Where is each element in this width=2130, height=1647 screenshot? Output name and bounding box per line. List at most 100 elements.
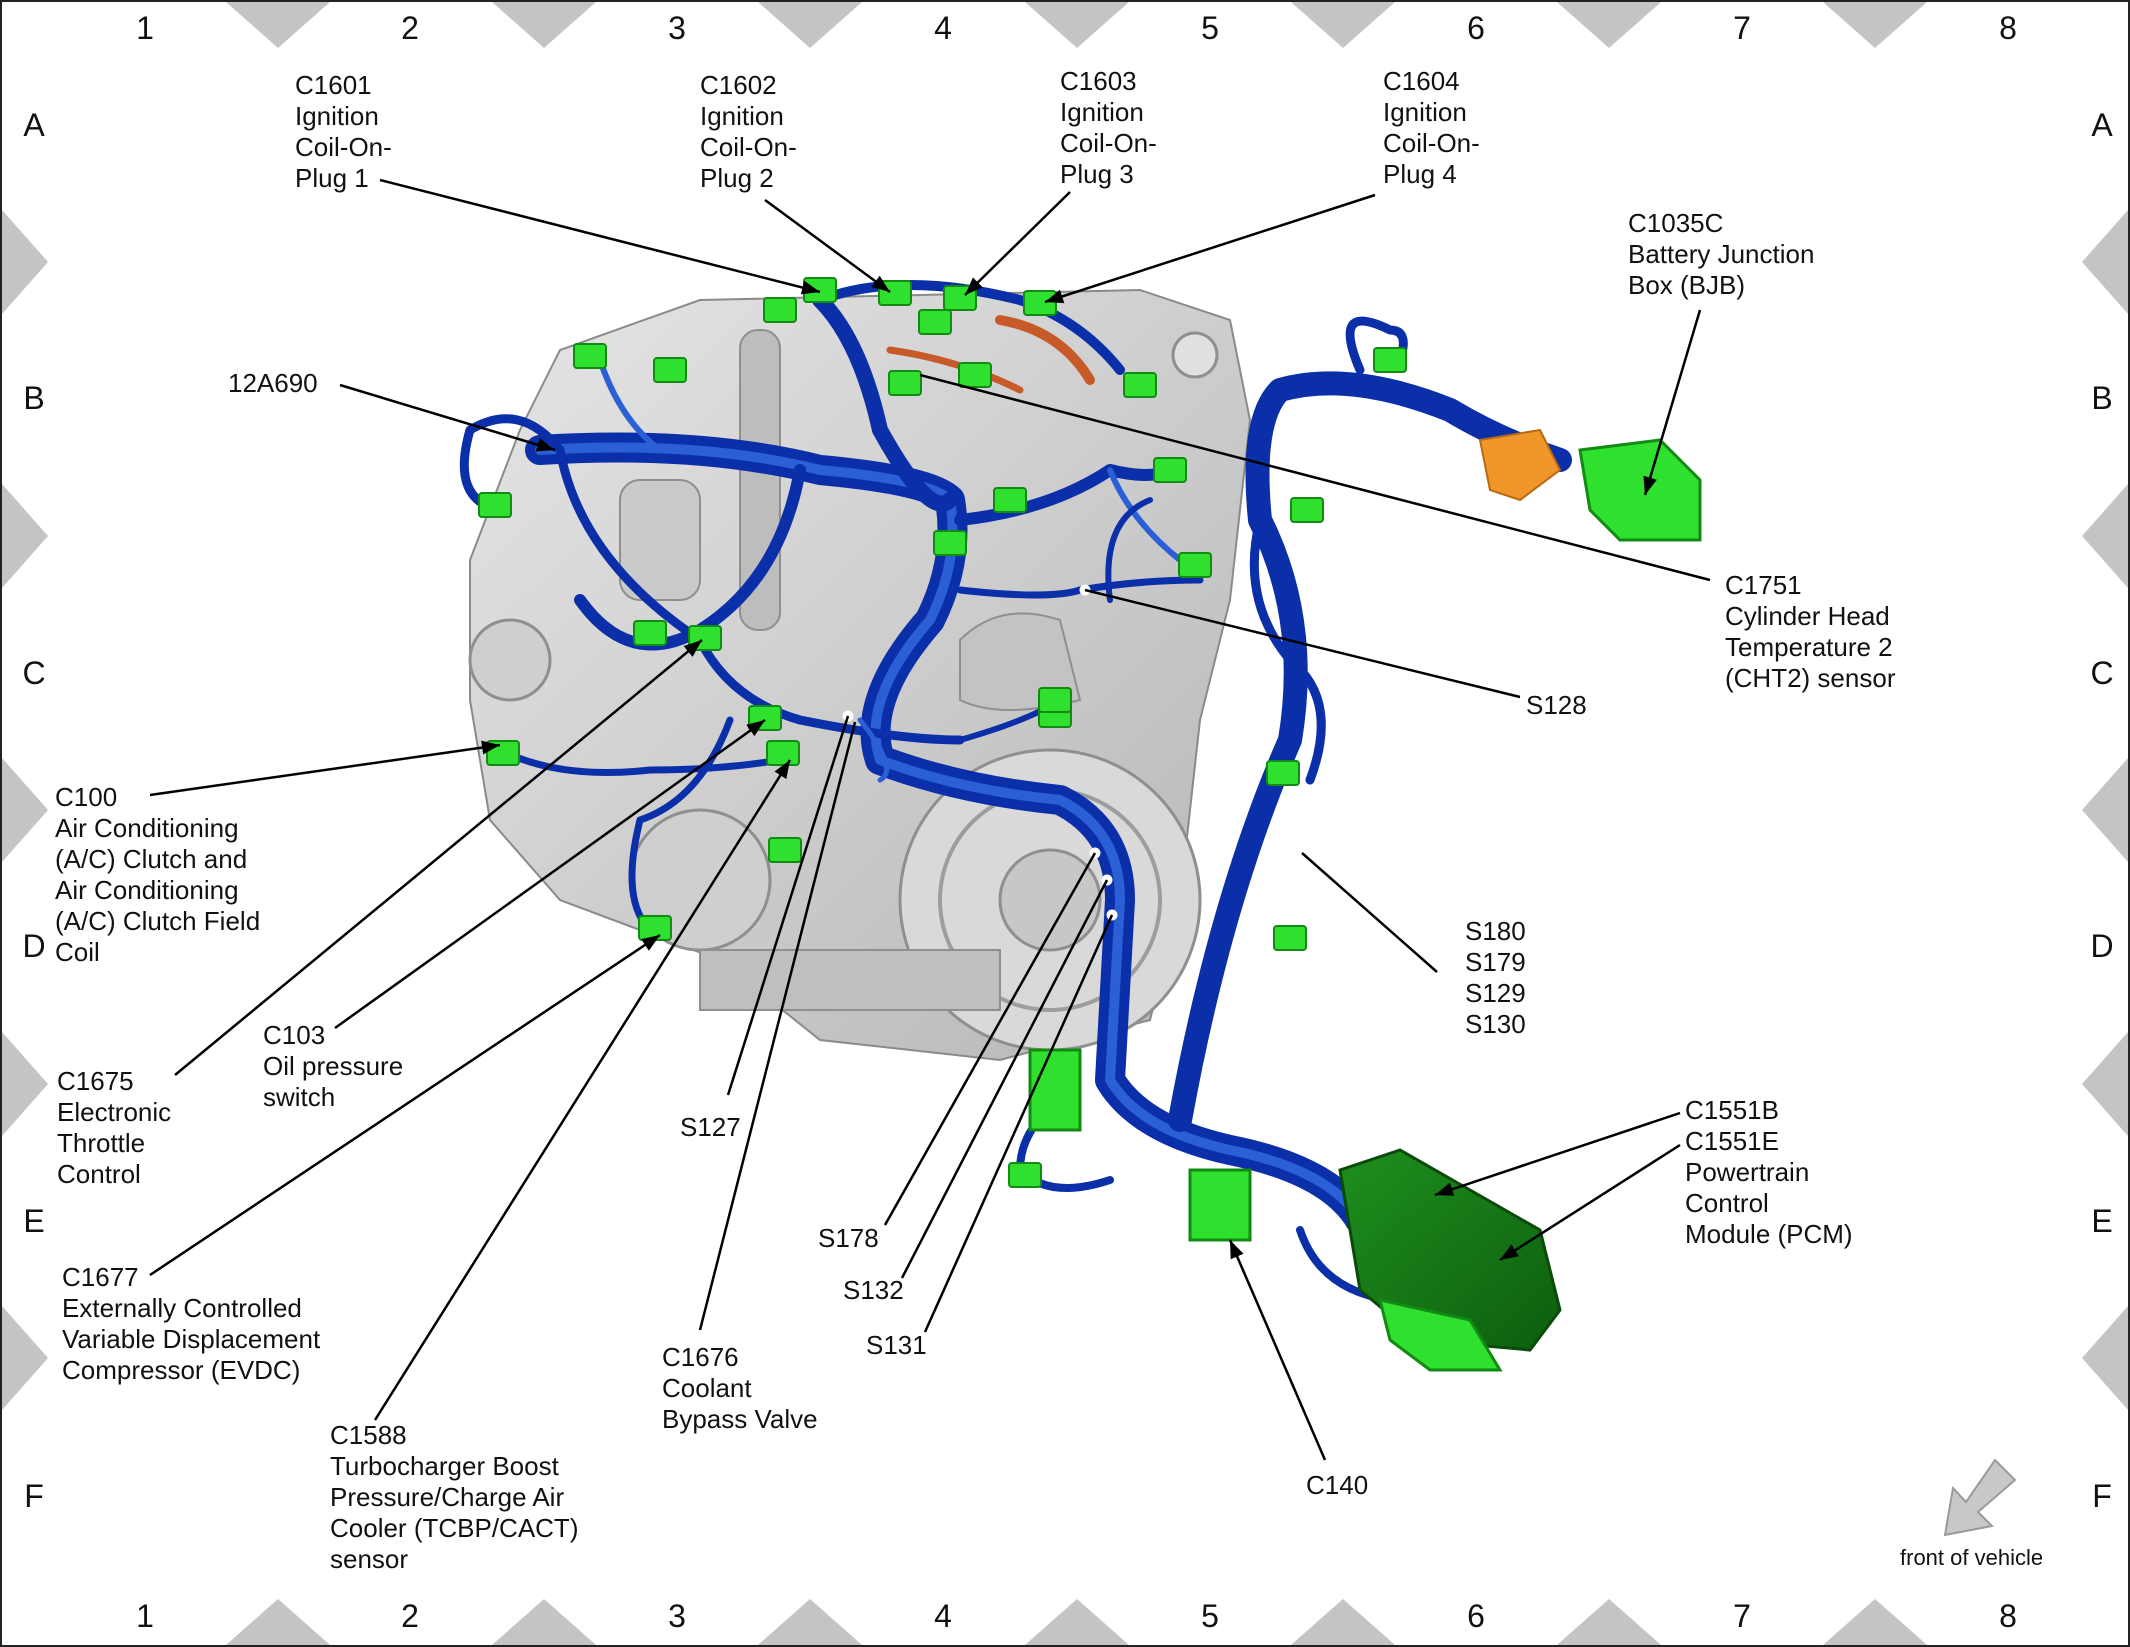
grid-row-right-C: C bbox=[2090, 655, 2114, 691]
callout-s132: S132 bbox=[843, 1275, 904, 1306]
leader-arrowhead-c1602 bbox=[871, 275, 890, 292]
callout-line: Cooler (TCBP/CACT) bbox=[330, 1513, 579, 1543]
callout-line: C100 bbox=[55, 782, 118, 812]
callout-line: Control bbox=[57, 1159, 141, 1189]
leader-c140 bbox=[1228, 1239, 1327, 1461]
callout-line: Plug 3 bbox=[1060, 159, 1134, 189]
callout-line: switch bbox=[263, 1082, 336, 1112]
connector-16 bbox=[633, 620, 667, 646]
border-marker-top-6 bbox=[1823, 2, 1927, 48]
callout-line: Coil bbox=[55, 937, 100, 967]
border-marker-right-1 bbox=[2082, 484, 2128, 588]
callout-s127: S127 bbox=[680, 1112, 741, 1143]
border-marker-left-1 bbox=[2, 484, 48, 588]
callout-line: (A/C) Clutch and bbox=[55, 844, 248, 874]
grid-row-right-B: B bbox=[2091, 380, 2113, 416]
bjb-connector bbox=[1578, 438, 1702, 542]
leader-c1551b bbox=[1434, 1111, 1681, 1197]
border-marker-left-3 bbox=[2, 1032, 48, 1136]
callout-line: Pressure/Charge Air bbox=[330, 1482, 565, 1512]
callout-line: Control bbox=[1685, 1188, 1769, 1218]
grid-column-bottom-8: 8 bbox=[1999, 1598, 2017, 1634]
callout-line: C1601 bbox=[295, 70, 372, 100]
callout-line: Ignition bbox=[1383, 97, 1467, 127]
connector-8 bbox=[958, 362, 992, 388]
leader-arrowhead-c1603 bbox=[965, 277, 983, 295]
border-marker-left-2 bbox=[2, 758, 48, 862]
leader-arrowhead-c1675 bbox=[683, 640, 702, 657]
grid-column-top-1: 1 bbox=[136, 10, 154, 46]
callout-line: Variable Displacement bbox=[62, 1324, 321, 1354]
leader-arrowhead-c1588 bbox=[774, 760, 790, 779]
grid-row-left-C: C bbox=[22, 655, 46, 691]
callout-line: (A/C) Clutch Field bbox=[55, 906, 261, 936]
grid-column-bottom-4: 4 bbox=[934, 1598, 952, 1634]
leader-s128 bbox=[1084, 588, 1521, 699]
callout-line: C1602 bbox=[700, 70, 777, 100]
callout-line: C1677 bbox=[62, 1262, 139, 1292]
leader-arrowhead-c1601 bbox=[800, 280, 820, 295]
grid-column-bottom-7: 7 bbox=[1733, 1598, 1751, 1634]
callout-line: C1035C bbox=[1628, 208, 1724, 238]
callout-line: Module (PCM) bbox=[1685, 1219, 1853, 1249]
connector-3 bbox=[1023, 290, 1057, 316]
callout-line: Plug 2 bbox=[700, 163, 774, 193]
grid-column-top-8: 8 bbox=[1999, 10, 2017, 46]
leader-arrowhead-c140 bbox=[1230, 1240, 1244, 1260]
callout-line: Electronic bbox=[57, 1097, 172, 1127]
leader-c1551e bbox=[1499, 1143, 1681, 1262]
callout-line: Coil-On- bbox=[700, 132, 797, 162]
grid-row-left-D: D bbox=[22, 928, 46, 964]
callout-line: C1676 bbox=[662, 1342, 739, 1372]
connector-6 bbox=[573, 343, 607, 369]
leader-c1601 bbox=[379, 178, 821, 294]
grid-row-left-B: B bbox=[23, 380, 45, 416]
wiring-harness-12a690 bbox=[459, 280, 1572, 1304]
modules-layer bbox=[1028, 428, 1702, 1372]
callout-line: S180 bbox=[1465, 916, 1526, 946]
callout-s131: S131 bbox=[866, 1330, 927, 1361]
leader-s131 bbox=[923, 914, 1114, 1333]
front-of-vehicle-arrow-icon bbox=[1943, 1458, 2017, 1537]
connector-20 bbox=[766, 740, 800, 766]
callout-s178: S178 bbox=[818, 1223, 879, 1254]
connectors-layer bbox=[478, 277, 1407, 1223]
border-marker-top-2 bbox=[758, 2, 862, 48]
grid-column-top-5: 5 bbox=[1201, 10, 1219, 46]
connector-12 bbox=[993, 487, 1027, 513]
connector-27 bbox=[1266, 760, 1300, 786]
border-marker-bottom-1 bbox=[492, 1599, 596, 1645]
callout-line: Ignition bbox=[1060, 97, 1144, 127]
callout-line: Coil-On- bbox=[1383, 128, 1480, 158]
bjb-bracket bbox=[1478, 428, 1562, 502]
leader-lines bbox=[149, 178, 1711, 1461]
leader-c100 bbox=[149, 743, 501, 797]
connector-11 bbox=[478, 492, 512, 518]
grid-column-top-6: 6 bbox=[1467, 10, 1485, 46]
callout-line: S130 bbox=[1465, 1009, 1526, 1039]
leader-c1604 bbox=[1044, 193, 1376, 304]
callout-line: (CHT2) sensor bbox=[1725, 663, 1896, 693]
leader-c1603 bbox=[964, 191, 1071, 296]
callout-s128: S128 bbox=[1526, 690, 1587, 721]
connector-7 bbox=[653, 357, 687, 383]
leader-s180-group bbox=[1301, 852, 1438, 973]
leader-arrowhead-h12a690 bbox=[535, 438, 555, 452]
border-marker-bottom-4 bbox=[1291, 1599, 1395, 1645]
grid-row-right-A: A bbox=[2091, 107, 2113, 143]
pcm-connector bbox=[1377, 1298, 1503, 1372]
callout-line: Externally Controlled bbox=[62, 1293, 302, 1323]
border-marker-top-0 bbox=[226, 2, 330, 48]
c140-mount-connector bbox=[1028, 1048, 1082, 1132]
